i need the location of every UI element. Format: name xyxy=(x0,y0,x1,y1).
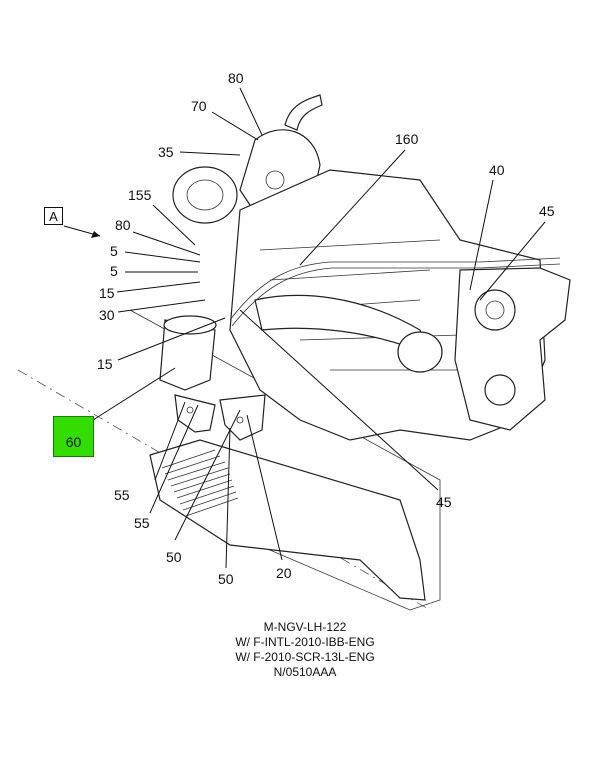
callout-30: 30 xyxy=(99,307,115,323)
callout-55-b: 55 xyxy=(134,515,150,531)
caption-line-2: W/ F-INTL-2010-IBB-ENG xyxy=(235,635,375,649)
callout-35: 35 xyxy=(158,144,174,160)
callout-5-b: 5 xyxy=(110,263,118,279)
coolant-line-return xyxy=(231,263,561,327)
callout-80-left: 80 xyxy=(115,217,131,233)
callout-20: 20 xyxy=(276,565,292,581)
callout-160: 160 xyxy=(395,131,419,147)
filter-bracket-right xyxy=(219,394,266,441)
caption-line-4: N/0510AAA xyxy=(273,665,337,679)
elbow-flange xyxy=(265,170,285,190)
turbocharger xyxy=(172,166,238,224)
water-pump-pulley xyxy=(474,289,516,331)
coolant-line xyxy=(229,257,561,321)
view-indicator-box: A xyxy=(44,207,63,225)
diagram-caption: M-NGV-LH-122 W/ F-INTL-2010-IBB-ENG W/ F… xyxy=(180,620,430,680)
view-indicator-label: A xyxy=(49,208,58,224)
idler-pulley xyxy=(484,374,516,406)
water-pump-hub xyxy=(485,300,505,320)
highlighted-callout-60[interactable]: 60 xyxy=(53,416,94,457)
callout-155: 155 xyxy=(128,187,152,203)
water-pump-housing xyxy=(454,267,571,431)
callout-80-top: 80 xyxy=(228,70,244,86)
fuel-filter-cap xyxy=(163,315,217,335)
filter-bracket-left xyxy=(174,394,216,433)
callout-15-a: 15 xyxy=(99,285,115,301)
shield-grille xyxy=(161,449,239,517)
callout-45-right: 45 xyxy=(539,203,555,219)
callout-55-a: 55 xyxy=(114,487,130,503)
callout-50-b: 50 xyxy=(218,571,234,587)
lower-shield-plate xyxy=(149,439,426,601)
callout-5-a: 5 xyxy=(110,243,118,259)
caption-line-1: M-NGV-LH-122 xyxy=(263,620,347,634)
upper-pipe xyxy=(284,94,323,131)
charge-pipe-clamp xyxy=(397,331,443,373)
highlighted-callout-label: 60 xyxy=(65,434,82,450)
bracket-hole-2 xyxy=(236,416,244,424)
caption-line-3: W/ F-2010-SCR-13L-ENG xyxy=(235,650,375,664)
callout-40: 40 xyxy=(489,162,505,178)
bracket-hole-1 xyxy=(186,406,194,414)
turbocharger-inlet xyxy=(186,179,224,211)
callout-70: 70 xyxy=(191,98,207,114)
leader-lines xyxy=(63,87,546,569)
callout-45-bottom: 45 xyxy=(436,494,452,510)
frame-centerline xyxy=(17,369,431,611)
callout-50-a: 50 xyxy=(166,549,182,565)
callout-15-b: 15 xyxy=(97,356,113,372)
